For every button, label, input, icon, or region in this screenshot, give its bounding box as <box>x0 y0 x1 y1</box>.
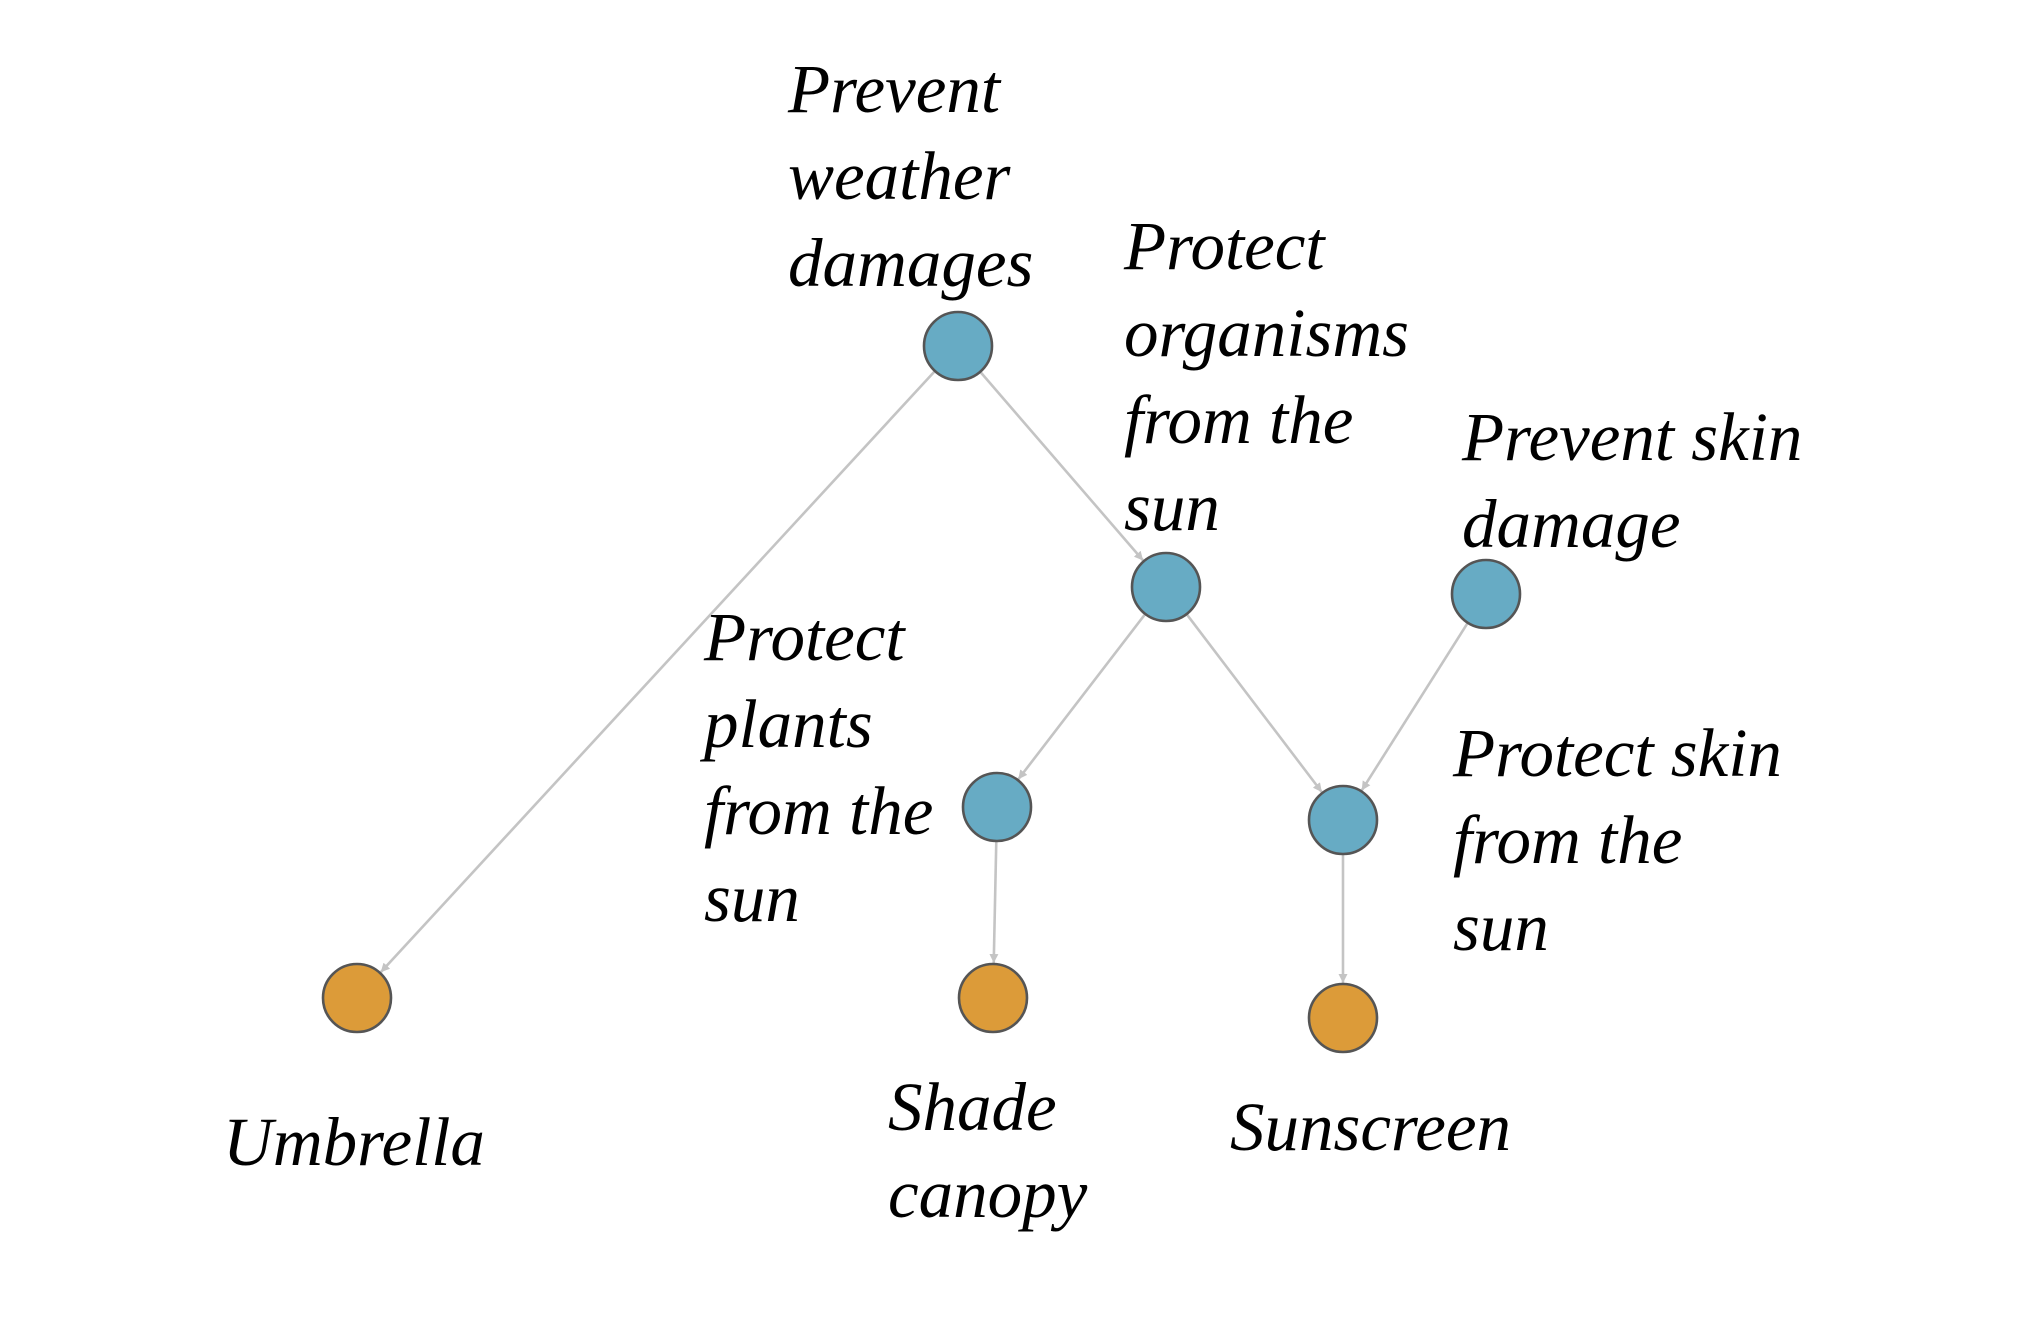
edge-protect-plants-from-the-sun-to-shade-canopy <box>989 840 999 964</box>
node-protect-plants-from-the-sun <box>961 771 1033 843</box>
label-line: Protect <box>703 599 906 675</box>
node-prevent-skin-damage <box>1450 558 1522 630</box>
edge-protect-organisms-from-the-sun-to-protect-plants-from-the-sun <box>1017 613 1147 781</box>
label-line: Protect <box>1123 208 1326 284</box>
label-protect-plants-from-the-sun: Protect plants from the sun <box>699 599 933 936</box>
node-umbrella <box>321 962 393 1034</box>
label-line: from the <box>1124 382 1353 458</box>
label-line: Shade <box>888 1069 1057 1145</box>
label-prevent-weather-damages: Prevent weather damages <box>787 51 1033 301</box>
label-protect-organisms-from-the-sun: Protect organisms from the sun <box>1123 208 1409 545</box>
node-protect-skin-from-the-sun <box>1307 784 1379 856</box>
label-shade-canopy: Shade canopy <box>888 1069 1088 1232</box>
node-sunscreen <box>1307 982 1379 1054</box>
node-prevent-weather-damages <box>922 310 994 382</box>
edge-prevent-weather-damages-to-umbrella <box>379 370 936 974</box>
label-line: sun <box>704 860 800 936</box>
label-line: sun <box>1124 469 1220 545</box>
label-line: damage <box>1462 486 1680 562</box>
label-line: from the <box>704 773 933 849</box>
label-line: Protect skin <box>1452 715 1782 791</box>
nodes-layer <box>321 310 1522 1054</box>
label-line: Sunscreen <box>1230 1089 1511 1165</box>
label-protect-skin-from-the-sun: Protect skin from the sun <box>1452 715 1782 965</box>
label-line: from the <box>1453 802 1682 878</box>
edge-protect-organisms-from-the-sun-to-protect-skin-from-the-sun <box>1185 613 1323 793</box>
label-line: Prevent skin <box>1461 399 1802 475</box>
label-line: plants <box>699 686 873 762</box>
label-prevent-skin-damage: Prevent skin damage <box>1461 399 1802 562</box>
edge-prevent-skin-damage-to-protect-skin-from-the-sun <box>1360 622 1469 792</box>
edges-layer <box>379 370 1469 983</box>
label-line: sun <box>1453 889 1549 965</box>
label-line: weather <box>788 138 1011 214</box>
node-protect-organisms-from-the-sun <box>1130 551 1202 623</box>
label-line: organisms <box>1124 295 1409 371</box>
label-line: Prevent <box>787 51 1002 127</box>
label-line: damages <box>788 225 1033 301</box>
node-shade-canopy <box>957 962 1029 1034</box>
label-umbrella: Umbrella <box>223 1104 485 1180</box>
label-line: canopy <box>888 1156 1088 1232</box>
edge-prevent-weather-damages-to-protect-organisms-from-the-sun <box>979 370 1145 562</box>
label-sunscreen: Sunscreen <box>1230 1089 1511 1165</box>
label-line: Umbrella <box>223 1104 485 1180</box>
